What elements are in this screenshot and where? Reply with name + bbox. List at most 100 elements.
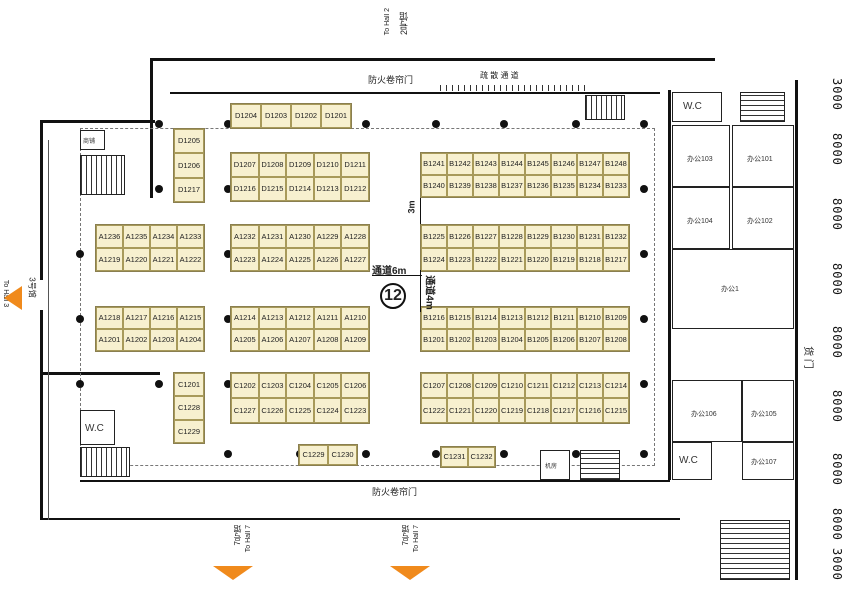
booth[interactable]: A1223 bbox=[231, 248, 259, 271]
booth[interactable]: B1218 bbox=[577, 248, 603, 271]
booth[interactable]: C1227 bbox=[231, 398, 259, 423]
equip-room[interactable]: 机房 bbox=[540, 450, 570, 480]
booth[interactable]: A1213 bbox=[258, 307, 287, 329]
booth[interactable]: B1215 bbox=[447, 307, 473, 329]
booth[interactable]: D1204 bbox=[231, 104, 261, 128]
booth[interactable]: C1209 bbox=[473, 373, 499, 398]
booth[interactable]: B1231 bbox=[577, 225, 603, 248]
office-1[interactable]: 办公1 bbox=[672, 249, 794, 329]
booth[interactable]: B1232 bbox=[603, 225, 629, 248]
booth[interactable]: B1214 bbox=[473, 307, 499, 329]
booth[interactable]: A1225 bbox=[286, 248, 314, 271]
booth[interactable]: D1205 bbox=[174, 129, 204, 154]
booth[interactable]: C1229 bbox=[174, 419, 204, 443]
booth[interactable]: A1216 bbox=[150, 307, 177, 329]
booth[interactable]: B1222 bbox=[473, 248, 499, 271]
booth[interactable]: C1201 bbox=[174, 373, 204, 397]
booth[interactable]: C1217 bbox=[551, 398, 577, 423]
booth[interactable]: D1206 bbox=[174, 153, 204, 178]
office-101[interactable]: 办公101 bbox=[732, 125, 794, 187]
stair-bottom-middle[interactable] bbox=[580, 450, 620, 480]
booth[interactable]: D1209 bbox=[286, 153, 314, 177]
booth[interactable]: C1208 bbox=[447, 373, 473, 398]
wc-bottom-right[interactable]: W.C bbox=[672, 442, 712, 480]
office-105[interactable]: 办公105 bbox=[742, 380, 794, 442]
booth[interactable]: B1237 bbox=[499, 175, 525, 197]
booth[interactable]: A1229 bbox=[313, 225, 342, 248]
booth[interactable]: D1213 bbox=[313, 177, 342, 201]
booth[interactable]: B1217 bbox=[603, 248, 629, 271]
booth[interactable]: D1201 bbox=[321, 104, 351, 128]
booth[interactable]: C1203 bbox=[258, 373, 287, 398]
booth[interactable]: C1202 bbox=[231, 373, 259, 398]
stair-left-bottom[interactable] bbox=[80, 447, 130, 477]
booth[interactable]: A1215 bbox=[177, 307, 204, 329]
booth[interactable]: A1227 bbox=[341, 248, 369, 271]
booth[interactable]: B1234 bbox=[577, 175, 603, 197]
booth[interactable]: B1235 bbox=[551, 175, 577, 197]
booth[interactable]: B1208 bbox=[603, 329, 629, 351]
booth[interactable]: A1212 bbox=[286, 307, 314, 329]
booth[interactable]: B1245 bbox=[525, 153, 551, 175]
booth[interactable]: B1202 bbox=[447, 329, 473, 351]
stair-left-top[interactable] bbox=[80, 155, 125, 195]
wc-top-right[interactable]: W.C bbox=[672, 92, 722, 122]
booth[interactable]: B1209 bbox=[603, 307, 629, 329]
booth[interactable]: B1227 bbox=[473, 225, 499, 248]
booth[interactable]: A1220 bbox=[123, 248, 150, 271]
booth[interactable]: C1213 bbox=[577, 373, 603, 398]
wc-left[interactable]: W.C bbox=[80, 410, 115, 445]
booth[interactable]: D1202 bbox=[291, 104, 321, 128]
booth[interactable]: D1211 bbox=[341, 153, 369, 177]
booth[interactable]: A1226 bbox=[313, 248, 342, 271]
booth[interactable]: B1246 bbox=[551, 153, 577, 175]
booth[interactable]: B1206 bbox=[551, 329, 577, 351]
booth[interactable]: B1201 bbox=[421, 329, 447, 351]
booth[interactable]: B1244 bbox=[499, 153, 525, 175]
booth[interactable]: B1228 bbox=[499, 225, 525, 248]
booth[interactable]: B1213 bbox=[499, 307, 525, 329]
booth[interactable]: C1219 bbox=[499, 398, 525, 423]
booth[interactable]: B1242 bbox=[447, 153, 473, 175]
booth[interactable]: C1212 bbox=[551, 373, 577, 398]
booth[interactable]: A1209 bbox=[341, 329, 369, 351]
booth[interactable]: C1221 bbox=[447, 398, 473, 423]
office-107[interactable]: 办公107 bbox=[742, 442, 794, 480]
booth[interactable]: B1243 bbox=[473, 153, 499, 175]
booth[interactable]: A1210 bbox=[341, 307, 369, 329]
booth[interactable]: A1203 bbox=[150, 329, 177, 351]
booth[interactable]: D1207 bbox=[231, 153, 259, 177]
booth[interactable]: B1203 bbox=[473, 329, 499, 351]
office-106[interactable]: 办公106 bbox=[672, 380, 742, 442]
booth[interactable]: B1226 bbox=[447, 225, 473, 248]
booth[interactable]: A1222 bbox=[177, 248, 204, 271]
booth[interactable]: A1207 bbox=[286, 329, 314, 351]
booth[interactable]: B1205 bbox=[525, 329, 551, 351]
booth[interactable]: C1223 bbox=[341, 398, 369, 423]
booth[interactable]: B1241 bbox=[421, 153, 447, 175]
booth[interactable]: B1219 bbox=[551, 248, 577, 271]
booth[interactable]: D1216 bbox=[231, 177, 259, 201]
office-103[interactable]: 办公103 bbox=[672, 125, 730, 187]
booth[interactable]: B1247 bbox=[577, 153, 603, 175]
booth[interactable]: C1207 bbox=[421, 373, 447, 398]
arrow-down-icon[interactable] bbox=[390, 566, 430, 580]
booth[interactable]: A1221 bbox=[150, 248, 177, 271]
booth[interactable]: A1218 bbox=[96, 307, 123, 329]
booth[interactable]: B1212 bbox=[525, 307, 551, 329]
booth[interactable]: C1216 bbox=[577, 398, 603, 423]
booth[interactable]: B1216 bbox=[421, 307, 447, 329]
booth[interactable]: A1224 bbox=[258, 248, 287, 271]
booth[interactable]: A1230 bbox=[286, 225, 314, 248]
booth[interactable]: A1205 bbox=[231, 329, 259, 351]
booth[interactable]: D1210 bbox=[313, 153, 342, 177]
booth[interactable]: B1248 bbox=[603, 153, 629, 175]
booth[interactable]: B1223 bbox=[447, 248, 473, 271]
stair-top-middle[interactable] bbox=[585, 95, 625, 120]
booth[interactable]: D1208 bbox=[258, 153, 287, 177]
booth[interactable]: C1204 bbox=[286, 373, 314, 398]
booth[interactable]: B1239 bbox=[447, 175, 473, 197]
booth[interactable]: A1219 bbox=[96, 248, 123, 271]
booth[interactable]: A1206 bbox=[258, 329, 287, 351]
booth[interactable]: A1202 bbox=[123, 329, 150, 351]
